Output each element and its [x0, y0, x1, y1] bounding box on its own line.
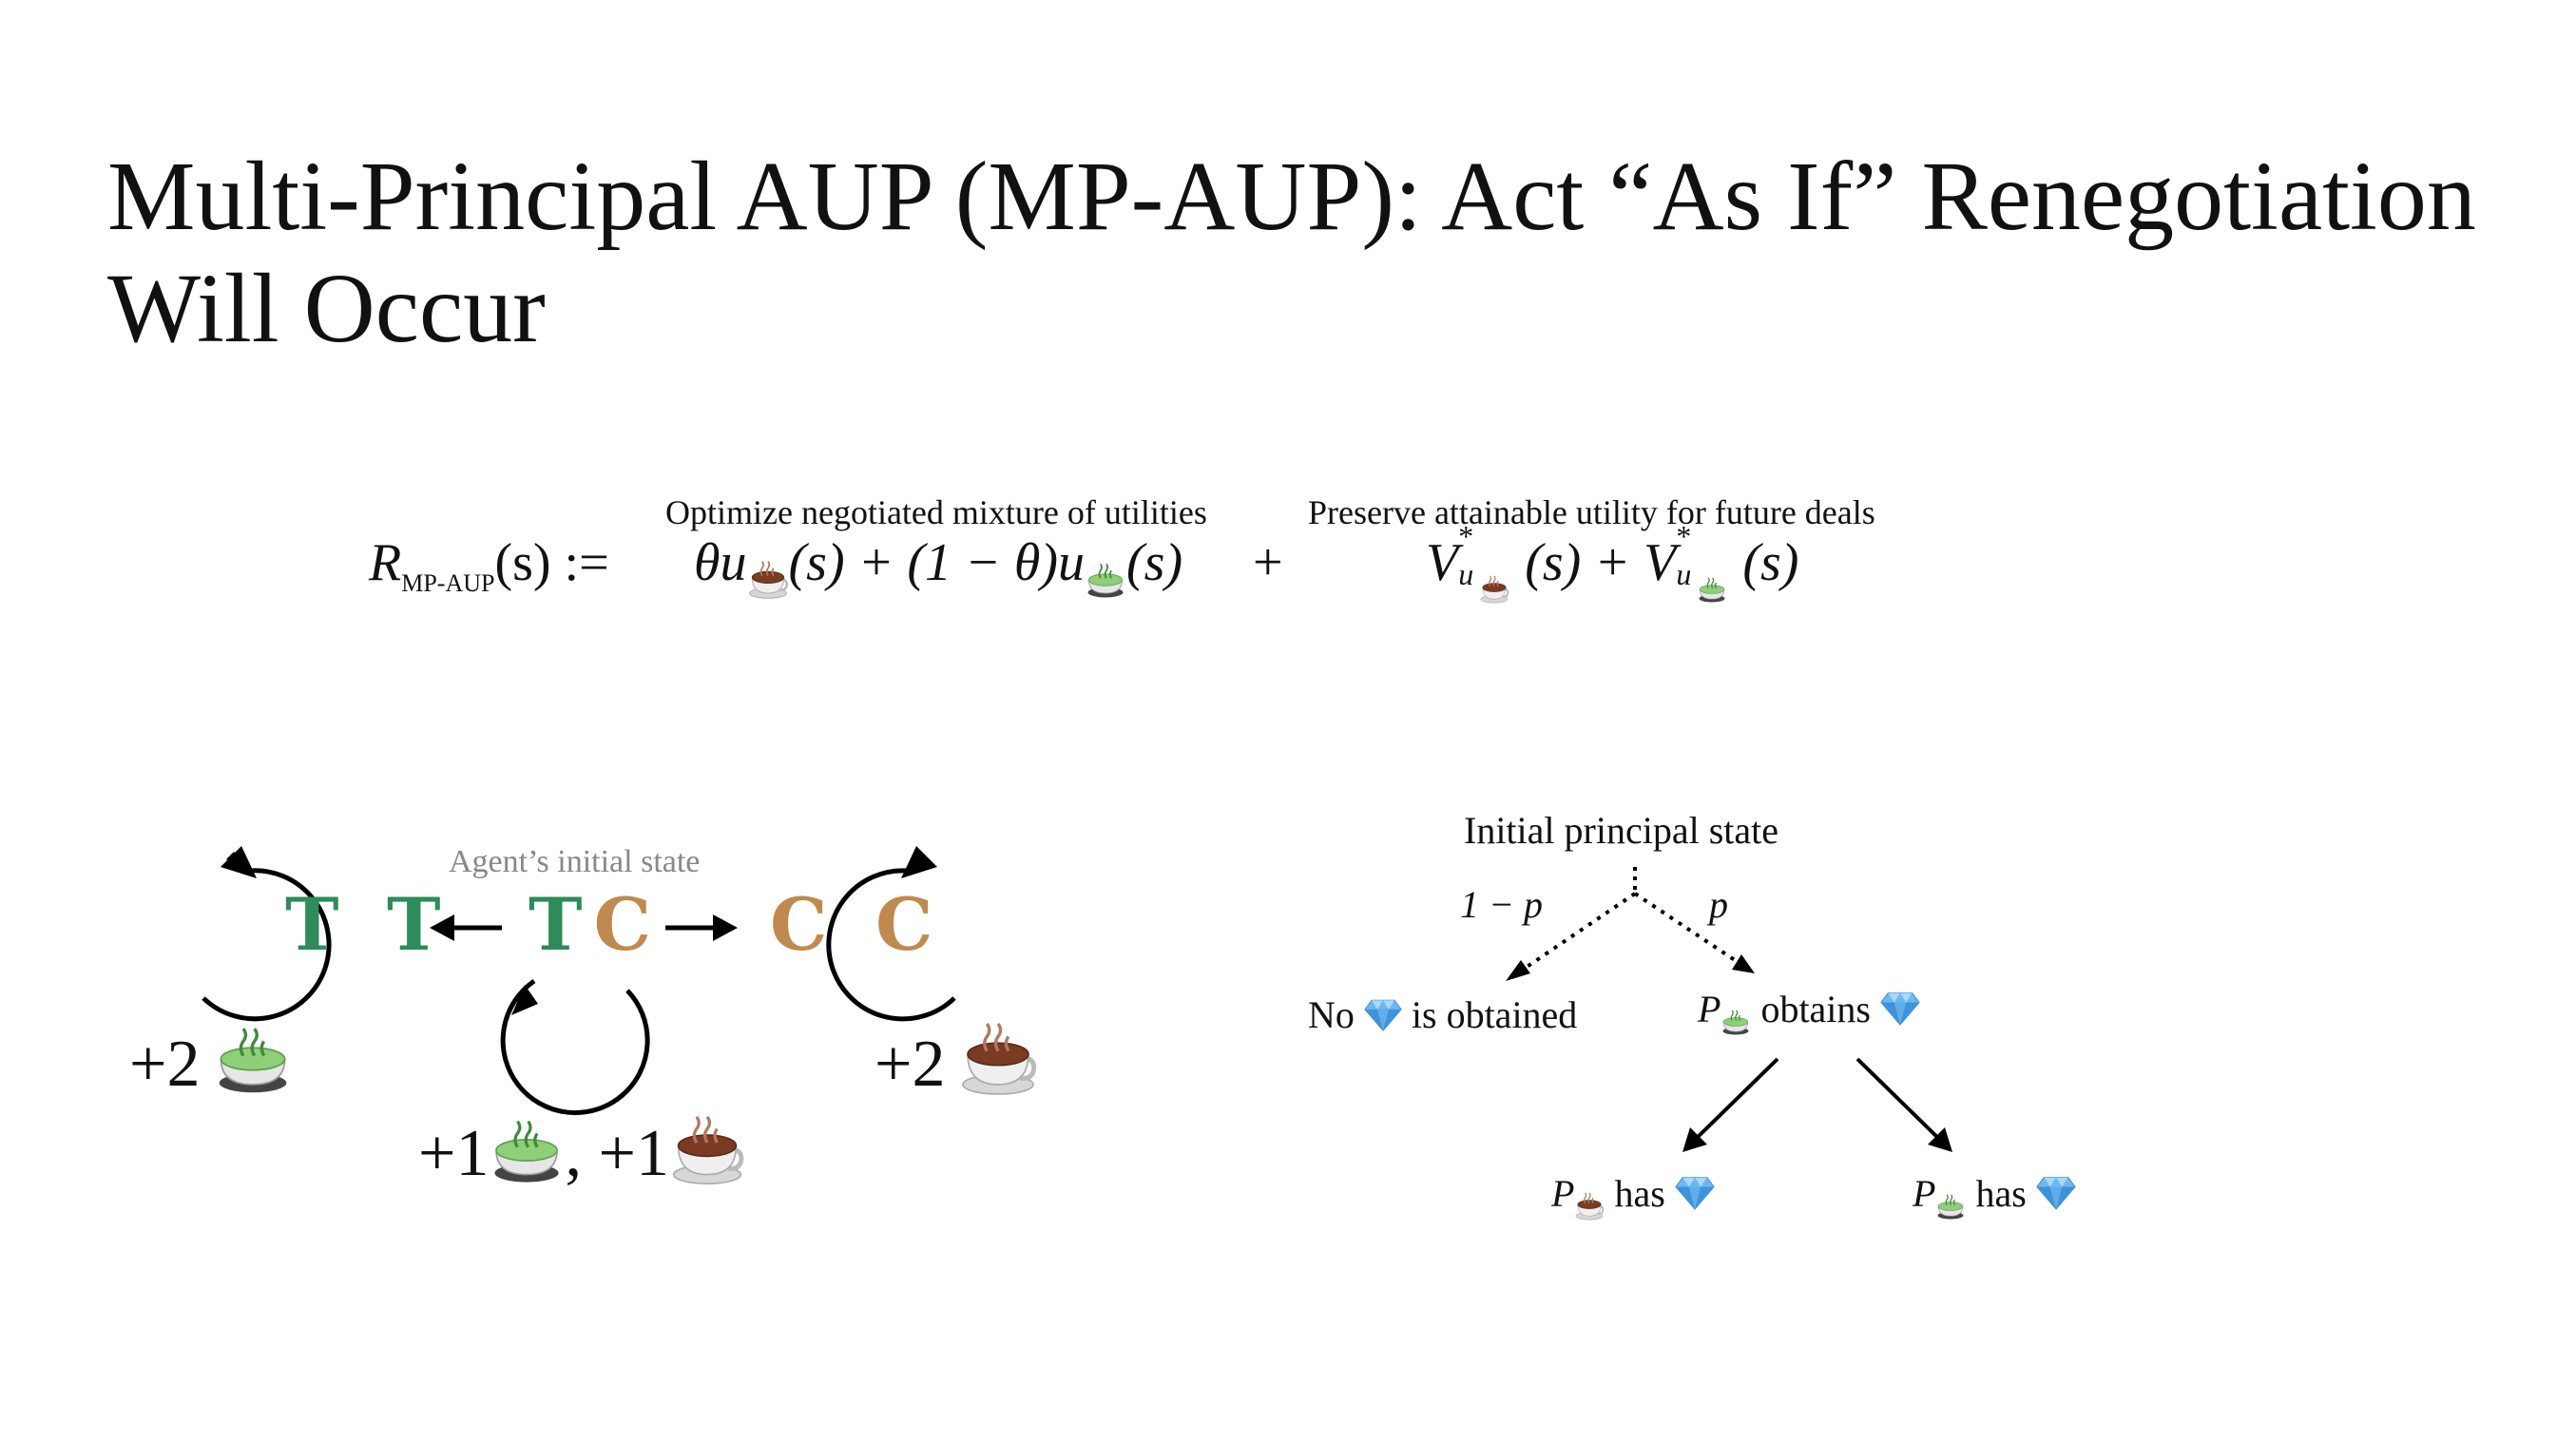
- leaf1-text: has: [1614, 1172, 1665, 1215]
- left-outcome-no: No: [1308, 993, 1355, 1036]
- tc-self-loop: [500, 978, 650, 1116]
- tree-left-prob: 1 − p: [1460, 883, 1543, 926]
- tt-self-loop: [202, 868, 332, 1022]
- initial-state-label: Agent’s initial state: [449, 844, 701, 879]
- equation-mixture-term: θu (s) + (1 − θ)u (s): [694, 532, 1182, 601]
- mixture-end: (s): [1126, 533, 1183, 592]
- diamond-icon: [1880, 990, 1920, 1026]
- lhs-arg: (s) :=: [494, 533, 609, 592]
- state-tc: TC: [529, 882, 663, 967]
- value-sub-1: u: [1458, 557, 1474, 591]
- mixture-middle: (s) + (1 − θ)u: [788, 533, 1085, 592]
- right-outcome-text: obtains: [1760, 988, 1871, 1030]
- value-sup-2: *: [1676, 519, 1692, 553]
- value-sub-2: u: [1676, 557, 1692, 591]
- reward-tc-value-a: +1: [418, 1117, 490, 1190]
- equation-lhs: RMP-AUP(s) :=: [369, 532, 609, 598]
- right-outcome-p: P: [1698, 988, 1721, 1030]
- theta-u: θu: [694, 533, 747, 592]
- label-mixture: Optimize negotiated mixture of utilities: [665, 493, 1207, 531]
- diamond-icon: [2036, 1174, 2076, 1210]
- green-tea-icon: [213, 1019, 293, 1099]
- reward-tc-value-b: , +1: [565, 1117, 669, 1190]
- value-symbol-1: V: [1426, 533, 1459, 592]
- lhs-subscript: MP-AUP: [401, 569, 495, 598]
- value-middle: (s) + V: [1525, 533, 1677, 592]
- equation-plus: +: [1253, 533, 1283, 592]
- tree-edge-leaf2-head: [1928, 1127, 1952, 1152]
- leaf2-p: P: [1913, 1172, 1936, 1215]
- value-script-1: *u: [1458, 519, 1525, 586]
- reward-tt-value: +2: [129, 1028, 201, 1101]
- reward-cc: +2: [875, 1019, 1038, 1103]
- arrow-tc-to-tt-head: [430, 914, 454, 941]
- slide-title: Multi-Principal AUP (MP-AUP): Act “As If…: [107, 141, 2476, 365]
- equation-value-term: V*u(s) + V*u(s): [1426, 519, 1799, 593]
- tc-loop-arrowhead: [511, 985, 538, 1015]
- state-tt: T T: [285, 882, 452, 967]
- value-end: (s): [1742, 533, 1799, 592]
- tree-edge-right-head: [1732, 954, 1755, 973]
- reward-cc-value: +2: [875, 1028, 946, 1101]
- coffee-icon: [1574, 1191, 1605, 1222]
- arrow-tc-to-cc-head: [713, 914, 738, 941]
- leaf2-text: has: [1975, 1172, 2027, 1215]
- left-outcome-text: is obtained: [1411, 993, 1578, 1036]
- green-tea-icon: [1721, 1007, 1751, 1037]
- diamond-icon: [1364, 997, 1402, 1031]
- tree-right-prob: p: [1709, 883, 1728, 926]
- green-tea-icon: [1935, 1191, 1966, 1222]
- reward-tc: +1 , +1: [418, 1112, 745, 1192]
- tree-leaf-tea: P has: [1913, 1171, 2076, 1222]
- lhs-symbol: R: [369, 533, 402, 592]
- state-tc-c: C: [593, 882, 663, 967]
- tree-root-label: Initial principal state: [1464, 809, 1778, 852]
- value-sup-1: *: [1458, 519, 1474, 553]
- state-cc: C C: [770, 882, 945, 967]
- coffee-icon: [669, 1112, 745, 1188]
- label-preserve: Preserve attainable utility for future d…: [1308, 493, 1875, 531]
- tree-edge-right: [1633, 892, 1745, 968]
- coffee-icon: [958, 1019, 1038, 1099]
- cc-loop-arrowhead: [901, 846, 937, 878]
- leaf1-p: P: [1551, 1172, 1575, 1215]
- tree-left-outcome: No is obtained: [1308, 992, 1577, 1037]
- tree-edge-leaf1-head: [1682, 1127, 1707, 1152]
- tree-leaf-coffee: P has: [1551, 1171, 1715, 1222]
- diamond-icon: [1675, 1174, 1715, 1210]
- tree-edge-leaf2: [1855, 1057, 1945, 1145]
- tree-edge-left-head: [1506, 960, 1530, 981]
- green-tea-icon: [489, 1112, 565, 1188]
- title-line-1: Multi-Principal AUP (MP-AUP): Act “As If…: [107, 142, 2476, 251]
- reward-tt: +2: [129, 1019, 293, 1103]
- tree-edge-leaf1: [1690, 1057, 1779, 1145]
- value-script-2: *u: [1676, 519, 1742, 586]
- tree-right-outcome: P obtains: [1698, 987, 1920, 1037]
- state-tc-t: T: [529, 882, 594, 967]
- tree-edge-left: [1515, 892, 1637, 975]
- tt-loop-arrowhead-fill: [221, 846, 257, 878]
- cc-self-loop: [826, 868, 956, 1022]
- title-line-2: Will Occur: [107, 254, 546, 363]
